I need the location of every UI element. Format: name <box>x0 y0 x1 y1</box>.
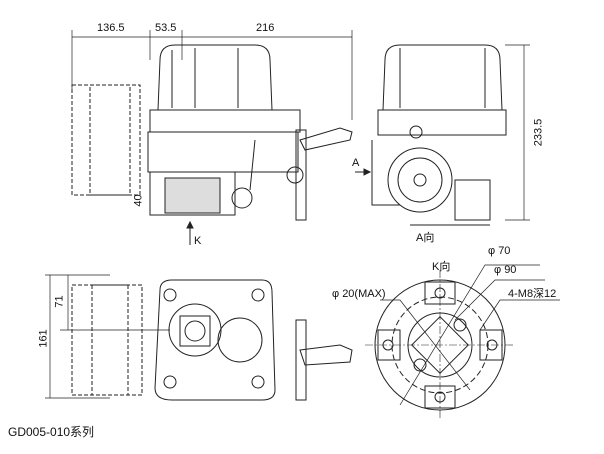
view-k-label: K向 <box>432 261 451 273</box>
dim-40: 40 <box>132 194 145 207</box>
bolt-spec-label: 4-M8深12 <box>508 288 557 300</box>
dim-53-5: 53.5 <box>155 22 177 34</box>
dim-71: 71 <box>53 295 66 308</box>
dim-216: 216 <box>256 22 275 34</box>
phi90-label: φ 90 <box>494 264 517 276</box>
flange-view-k <box>365 264 560 420</box>
arrow-k-head <box>186 220 194 229</box>
front-view <box>71 44 353 221</box>
view-a-label: A向 <box>416 232 435 244</box>
arrow-a-label: A <box>352 157 360 169</box>
phi20max-label: φ 20(MAX) <box>332 288 386 300</box>
dim-161: 161 <box>37 329 50 348</box>
arrow-a-head <box>363 168 372 176</box>
bottom-dimension-lines <box>45 274 170 399</box>
series-caption: GD005-010系列 <box>8 425 95 439</box>
dim-136-5: 136.5 <box>97 22 125 34</box>
top-dimension-lines <box>71 30 530 221</box>
side-view-a <box>371 44 507 226</box>
bottom-view-k <box>71 279 353 401</box>
arrow-k-label: K <box>194 235 202 247</box>
phi70-label: φ 70 <box>488 245 511 257</box>
dim-233-5: 233.5 <box>532 118 545 147</box>
